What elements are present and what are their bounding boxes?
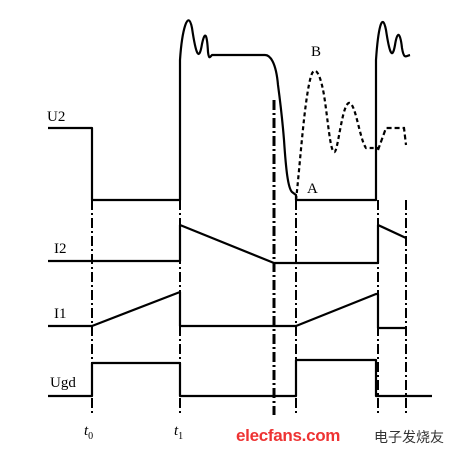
watermark-site: elecfans.com: [236, 426, 341, 445]
point-a-label: A: [307, 181, 318, 197]
point-b-label: B: [311, 44, 322, 60]
u2-waveform: [48, 19, 411, 202]
ugd-waveform: [48, 358, 432, 398]
t0-label: t0: [84, 423, 94, 442]
t1-label: t1: [174, 423, 184, 442]
i2-label: I2: [54, 241, 67, 257]
ugd-label: Ugd: [50, 375, 76, 391]
i1-label: I1: [54, 306, 67, 322]
u2-label: U2: [47, 109, 66, 125]
b-dashed-tail: [376, 126, 408, 151]
i2-waveform: [48, 223, 407, 265]
watermark-cn: 电子发烧友: [374, 431, 444, 446]
i1-waveform: [48, 290, 406, 330]
